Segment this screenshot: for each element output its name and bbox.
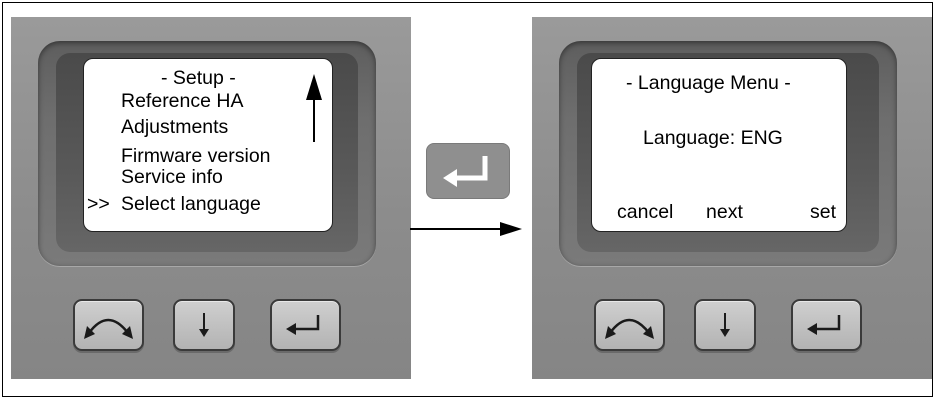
- enter-return-icon: [807, 315, 841, 335]
- toggle-button[interactable]: [594, 299, 665, 351]
- device-panel-setup: - Setup - Reference HA Adjustments Firmw…: [11, 17, 411, 379]
- language-screen: - Language Menu - Language: ENG cancel n…: [591, 58, 847, 232]
- enter-button[interactable]: [270, 299, 341, 351]
- down-button[interactable]: [694, 299, 756, 351]
- down-arrow-icon: [199, 313, 209, 337]
- menu-item-service-info[interactable]: Service info: [121, 166, 223, 188]
- down-button[interactable]: [173, 299, 235, 351]
- language-value: Language: ENG: [643, 127, 783, 149]
- device-panel-language: - Language Menu - Language: ENG cancel n…: [532, 17, 932, 379]
- menu-item-reference-ha[interactable]: Reference HA: [121, 90, 244, 112]
- scroll-up-arrow-icon: [306, 74, 322, 142]
- figure-frame: [2, 2, 933, 397]
- transition-arrow-icon: [410, 222, 522, 236]
- softkey-next[interactable]: next: [706, 201, 743, 223]
- enter-button[interactable]: [791, 299, 862, 351]
- enter-return-icon: [286, 315, 320, 335]
- softkey-cancel[interactable]: cancel: [617, 201, 674, 223]
- enter-key-indicator: [426, 143, 510, 199]
- menu-item-adjustments[interactable]: Adjustments: [121, 116, 229, 138]
- softkey-set[interactable]: set: [810, 201, 837, 223]
- language-menu-title: - Language Menu -: [626, 72, 791, 94]
- curved-double-arrow-icon: [605, 318, 654, 339]
- enter-return-icon: [443, 156, 488, 187]
- toggle-button[interactable]: [73, 299, 144, 351]
- curved-double-arrow-icon: [84, 318, 133, 339]
- setup-title: - Setup -: [161, 67, 236, 89]
- menu-item-firmware-version[interactable]: Firmware version: [121, 145, 271, 167]
- setup-screen: - Setup - Reference HA Adjustments Firmw…: [83, 58, 333, 232]
- selection-cursor: >>: [87, 193, 110, 215]
- down-arrow-icon: [720, 313, 730, 337]
- menu-item-select-language[interactable]: Select language: [121, 193, 261, 215]
